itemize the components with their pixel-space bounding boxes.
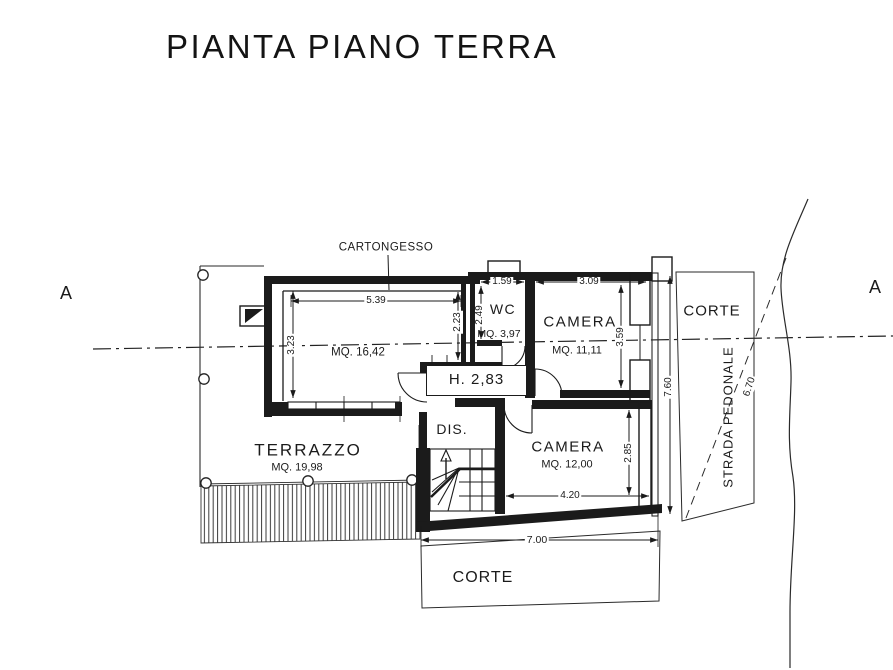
dim-south-boundary: 7.00 [524, 533, 550, 546]
room-area-terrazzo: MQ. 19,98 [271, 461, 323, 474]
cartongesso-label: CARTONGESSO [338, 241, 434, 254]
room-name-camera1: CAMERA [543, 313, 617, 331]
window-east [630, 324, 650, 361]
section-line [92, 335, 893, 350]
section-marker-right: A [868, 277, 882, 297]
strada-pedonale-label: STRADA PEDONALE [720, 346, 736, 488]
cartongesso-lining [282, 290, 461, 401]
dim-camera2-height: 2.85 [623, 441, 634, 465]
terrace-hatch [200, 481, 421, 544]
dim-camera1-width: 3.09 [577, 276, 601, 287]
room-name-terrazzo: TERRAZZO [254, 440, 362, 460]
site-lines [420, 198, 809, 668]
stair-up-arrow [440, 448, 452, 479]
section-marker-left: A [59, 283, 73, 303]
door-camera2 [503, 404, 533, 434]
walls-solid [264, 272, 662, 532]
dim-wc-height: 2.49 [474, 303, 485, 327]
room-area-wc: MQ. 3,97 [477, 327, 521, 340]
dim-living-height-right: 2.23 [452, 310, 463, 334]
dim-east-boundary: 7.60 [663, 375, 674, 399]
corte-right-label: CORTE [683, 302, 741, 320]
door-living [397, 372, 428, 403]
room-area-camera1: MQ. 11,11 [552, 344, 602, 357]
dim-wc-width: 1.59 [490, 276, 514, 287]
hall-height-box: H. 2,83 [426, 365, 527, 396]
door-camera1 [534, 368, 563, 397]
terrace-boundary [197, 265, 424, 544]
walls-outline [239, 254, 673, 509]
page-title: PIANTA PIANO TERRA [166, 28, 559, 65]
wall-vent [239, 305, 267, 327]
dim-living-height-left: 3.23 [286, 333, 297, 357]
room-name-wc: WC [489, 301, 517, 317]
corte-bottom-label: CORTE [452, 569, 514, 586]
cartongesso-leader [387, 254, 390, 291]
staircase [429, 448, 496, 512]
room-name-camera2: CAMERA [531, 438, 605, 456]
dim-living-width: 5.39 [364, 295, 388, 306]
extension-ticks [290, 295, 659, 547]
room-name-dis: DIS. [436, 421, 468, 437]
room-area-living: MQ. 16,42 [331, 346, 385, 359]
dim-camera2-width: 4.20 [558, 490, 582, 501]
window-south-band [287, 396, 401, 422]
room-area-camera2: MQ. 12,00 [541, 458, 593, 471]
dim-camera1-height: 3.59 [615, 325, 626, 349]
